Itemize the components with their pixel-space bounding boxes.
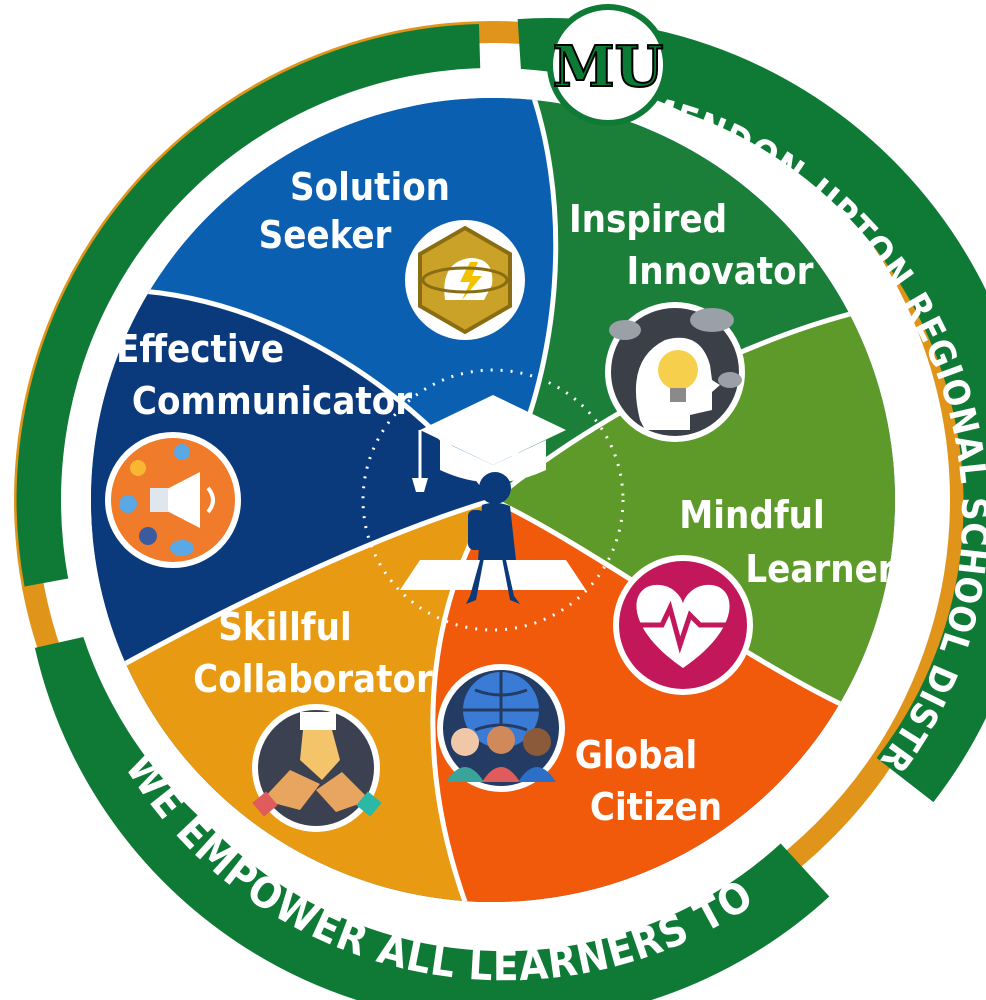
- cap-tassel-end: [412, 478, 428, 492]
- label-global-line2: Citizen: [590, 785, 722, 829]
- student-silhouette-icon: [466, 472, 520, 604]
- cap-base: [440, 440, 546, 483]
- megaphone-social-icon: [105, 432, 241, 568]
- ring-right-segment: [517, 18, 986, 803]
- label-innovator-line1: Inspired: [569, 197, 727, 241]
- label-innovator-line2: Innovator: [627, 249, 814, 293]
- ring-left-segment: [16, 24, 482, 587]
- label-communicator-line1: Effective: [116, 327, 284, 371]
- hub: [361, 368, 625, 632]
- label-communicator-line2: Communicator: [132, 379, 412, 423]
- segment-mindful-learner: [493, 300, 895, 740]
- label-mindful-line1: Mindful: [679, 493, 824, 537]
- mu-logo: MU: [547, 4, 669, 126]
- segment-labels: Solution Seeker Inspired Innovator Mindf…: [116, 165, 895, 829]
- heart-pulse-icon: [613, 555, 753, 695]
- open-book-icon: [400, 560, 586, 590]
- brain-lightning-icon: [405, 220, 525, 340]
- label-collaborator-line2: Collaborator: [193, 657, 433, 701]
- label-solution-line1: Solution: [290, 165, 450, 209]
- lightbulb-head-icon: [605, 302, 745, 442]
- hands-icon: [252, 704, 382, 832]
- label-mindful-line2: Learner: [745, 547, 894, 591]
- label-solution-line2: Seeker: [259, 213, 392, 257]
- globe-people-icon: [437, 664, 565, 792]
- ring-bottom-segment: [34, 632, 830, 1000]
- label-global-line1: Global: [575, 733, 698, 777]
- graduation-cap-icon: [420, 395, 566, 465]
- label-collaborator-line1: Skillful: [218, 605, 351, 649]
- logo-text: MU: [553, 34, 664, 100]
- hub-dotted-circle: [361, 368, 625, 632]
